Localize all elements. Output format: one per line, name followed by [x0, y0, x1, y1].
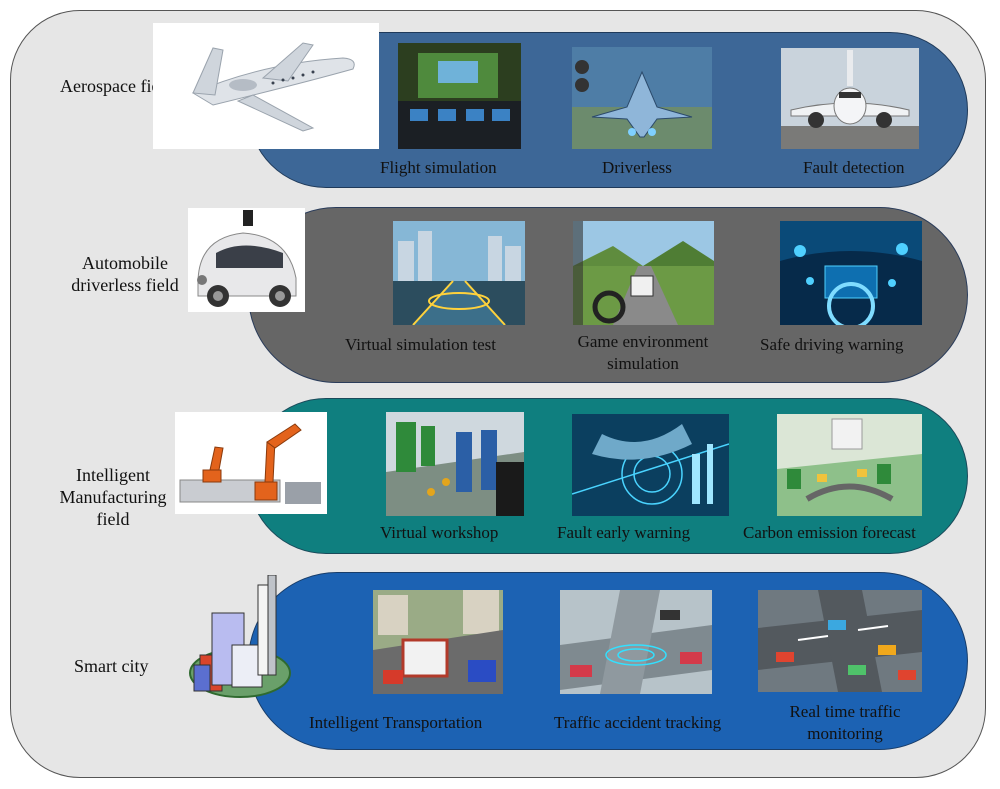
intelligent-transportation-image	[373, 590, 503, 694]
flight-simulation-image	[398, 43, 521, 149]
caption-flight-simulation: Flight simulation	[380, 158, 497, 177]
smart-city-field-label: Smart city	[74, 656, 149, 676]
real-time-traffic-monitoring-image	[758, 590, 922, 692]
manufacturing-field-label: Intelligent Manufacturing field	[59, 465, 167, 529]
caption-virtual-simulation-test: Virtual simulation test	[345, 335, 497, 354]
fault-early-warning-image	[572, 414, 729, 516]
caption-safe-driving-warning: Safe driving warning	[760, 335, 904, 354]
carbon-emission-forecast-image	[777, 414, 922, 516]
caption-traffic-accident-tracking: Traffic accident tracking	[554, 713, 722, 732]
city-buildings-icon	[188, 575, 296, 699]
caption-fault-early-warning: Fault early warning	[557, 523, 691, 542]
traffic-accident-tracking-image	[560, 590, 712, 694]
driverless-jet-image	[572, 47, 712, 149]
caption-real-time-traffic-monitoring: Real time traffic monitoring	[789, 702, 901, 743]
virtual-workshop-image	[386, 412, 524, 516]
caption-virtual-workshop: Virtual workshop	[380, 523, 499, 542]
virtual-simulation-test-image	[393, 221, 525, 325]
industrial-robot-icon	[175, 412, 327, 514]
aerospace-field-label: Aerospace field	[60, 76, 174, 96]
caption-fault-detection: Fault detection	[803, 158, 905, 177]
airplane-icon	[153, 23, 379, 149]
caption-driverless: Driverless	[602, 158, 672, 177]
fault-detection-airplane-image	[781, 48, 919, 149]
automobile-field-label: Automobile driverless field	[71, 253, 179, 295]
driverless-car-icon	[188, 208, 305, 312]
caption-intelligent-transportation: Intelligent Transportation	[309, 713, 483, 732]
safe-driving-warning-image	[780, 221, 922, 325]
caption-carbon-emission-forecast: Carbon emission forecast	[743, 523, 916, 542]
game-environment-simulation-image	[573, 221, 714, 325]
caption-game-environment-simulation: Game environment simulation	[577, 332, 709, 373]
